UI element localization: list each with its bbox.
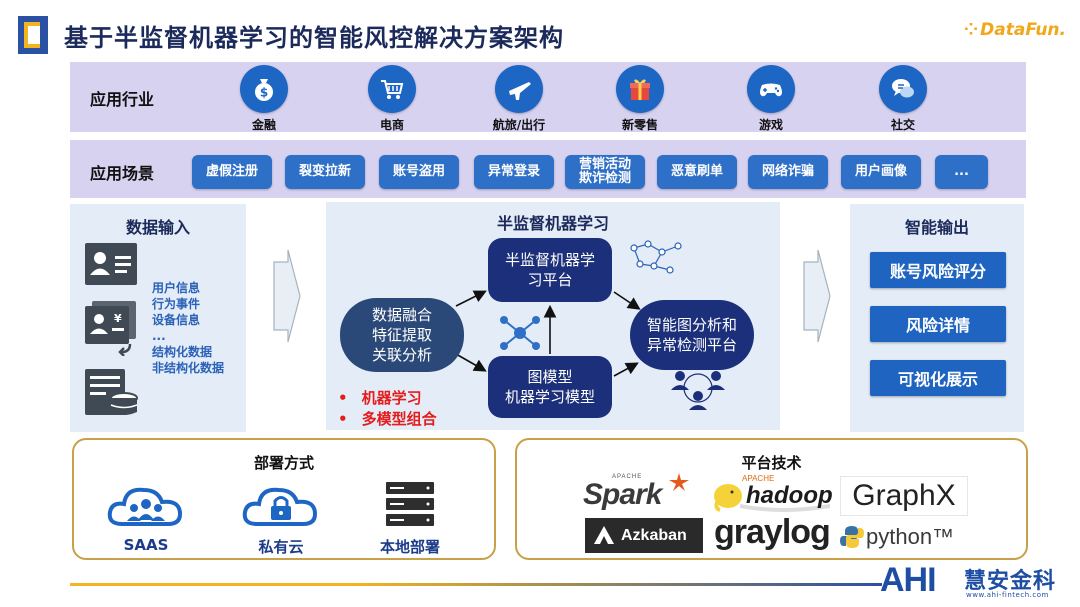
industry-item-new-retail[interactable]: 新零售 [605, 65, 675, 133]
gift-icon [616, 65, 664, 113]
hadoop-logo-sub: APACHE [742, 474, 775, 483]
azkaban-logo-text: Azkaban [621, 526, 687, 544]
industry-row: 应用行业 [70, 62, 1026, 132]
industry-label: 金融 [251, 118, 276, 132]
tech-title: 平台技术 [741, 454, 802, 472]
footer-url: www.ahi-fintech.com [966, 591, 1049, 599]
airplane-icon [495, 65, 543, 113]
data-input-item: 结构化数据 [152, 345, 213, 359]
profile-document-icon: ¥ [84, 300, 138, 356]
azkaban-mark-icon [594, 526, 614, 544]
output-button[interactable]: 风险详情 [870, 306, 1006, 342]
scene-button[interactable]: 网络诈骗 [748, 155, 828, 189]
data-input-item: 非结构化数据 [152, 361, 225, 375]
scene-button[interactable]: 营销活动 欺诈检测 [565, 155, 645, 189]
deploy-title: 部署方式 [253, 454, 314, 472]
industry-item-ecommerce[interactable]: 电商 [357, 65, 427, 133]
industry-label: 游戏 [758, 118, 783, 132]
user-group-icon [668, 368, 728, 418]
database-table-icon [84, 368, 138, 418]
ml-semi-platform-node[interactable]: 半监督机器学 习平台 [488, 238, 612, 302]
scene-button[interactable]: 异常登录 [474, 155, 554, 189]
ml-bullet-item: 多模型组合 [338, 409, 437, 430]
scene-button[interactable]: 恶意刷单 [657, 155, 737, 189]
id-card-icon [84, 242, 138, 286]
svg-text:¥: ¥ [114, 312, 122, 325]
brand-text: DataFun. [980, 20, 1066, 40]
hadoop-elephant-icon [714, 484, 830, 512]
output-button[interactable]: 账号风险评分 [870, 252, 1006, 288]
azkaban-logo: Azkaban [585, 518, 703, 553]
brand-dot-icon: ⁘ [963, 20, 979, 40]
data-input-item: ... [152, 329, 166, 343]
ml-graph-analysis-node[interactable]: 智能图分析和 异常检测平台 [630, 300, 754, 370]
chat-bubbles-icon [879, 65, 927, 113]
deploy-label: 本地部署 [379, 538, 440, 556]
money-bag-icon: $ [240, 65, 288, 113]
server-rack-icon [386, 482, 434, 526]
industry-item-gaming[interactable]: 游戏 [736, 65, 806, 133]
scene-button[interactable]: 用户画像 [841, 155, 921, 189]
flow-arrow-icon [272, 248, 302, 348]
industry-label: 社交 [890, 118, 915, 132]
industry-label: 新零售 [621, 118, 658, 132]
ml-connector-arrows [455, 290, 641, 377]
industry-label: 电商 [379, 118, 404, 132]
spark-logo: Spark [583, 478, 662, 511]
cloud-lock-icon [242, 487, 318, 526]
slide-logo-mark [18, 16, 48, 54]
data-input-item: 设备信息 [152, 313, 201, 327]
output-title: 智能输出 [904, 218, 969, 237]
data-input-item: 行为事件 [152, 297, 201, 311]
data-input-title: 数据输入 [125, 218, 190, 237]
data-input-list: 用户信息 行为事件 设备信息 ... 结构化数据 非结构化数据 [152, 280, 224, 376]
ml-fusion-node[interactable]: 数据融合 特征提取 关联分析 [340, 298, 464, 372]
cloud-users-icon [107, 487, 183, 526]
industry-item-social[interactable]: 社交 [868, 65, 938, 133]
datafun-logo: ⁘DataFun. [964, 20, 1066, 40]
deploy-label: SAAS [123, 536, 169, 554]
graylog-logo: graylog [714, 513, 831, 551]
footer-divider [70, 583, 882, 586]
industry-row-label: 应用行业 [90, 90, 155, 109]
python-logo: python™ [866, 524, 955, 549]
hadoop-logo [712, 478, 832, 512]
scene-button[interactable]: 虚假注册 [192, 155, 272, 189]
hadoop-logo-text: hadoop [746, 482, 833, 509]
data-input-item: 用户信息 [152, 281, 201, 295]
ml-bullet-item: 机器学习 [338, 388, 437, 409]
spark-logo-sub: APACHE [612, 474, 643, 480]
ml-panel-title: 半监督机器学习 [496, 214, 609, 233]
deploy-label: 私有云 [258, 538, 304, 556]
industry-label: 航旅/出行 [492, 118, 546, 132]
node-link-icon [628, 238, 686, 282]
industry-item-finance[interactable]: $ 金融 [229, 65, 299, 133]
page-title: 基于半监督机器学习的智能风控解决方案架构 [64, 24, 564, 52]
python-snake-icon [840, 525, 864, 553]
spark-star-icon [668, 472, 690, 496]
graphx-logo: GraphX [840, 476, 968, 516]
output-button[interactable]: 可视化展示 [870, 360, 1006, 396]
scene-button-more[interactable]: ... [935, 155, 988, 189]
network-graph-icon [498, 314, 542, 356]
scene-row-label: 应用场景 [90, 164, 155, 183]
ml-bullets: 机器学习 多模型组合 [338, 388, 437, 430]
deploy-item-private-cloud[interactable]: 私有云 [241, 482, 321, 557]
deploy-item-on-premise[interactable]: 本地部署 [370, 480, 450, 557]
industry-item-travel[interactable]: 航旅/出行 [484, 65, 554, 133]
gamepad-icon [747, 65, 795, 113]
scene-button[interactable]: 账号盗用 [379, 155, 459, 189]
shopping-cart-icon [368, 65, 416, 113]
ml-graph-model-node[interactable]: 图模型 机器学习模型 [488, 356, 612, 418]
ahi-logo: AHI [880, 561, 937, 599]
ahi-logo-chinese: 慧安金科 [964, 569, 1057, 594]
scene-button[interactable]: 裂变拉新 [285, 155, 365, 189]
svg-text:$: $ [260, 86, 268, 100]
flow-arrow-icon [802, 248, 832, 348]
deploy-item-saas[interactable]: SAAS [106, 482, 186, 554]
